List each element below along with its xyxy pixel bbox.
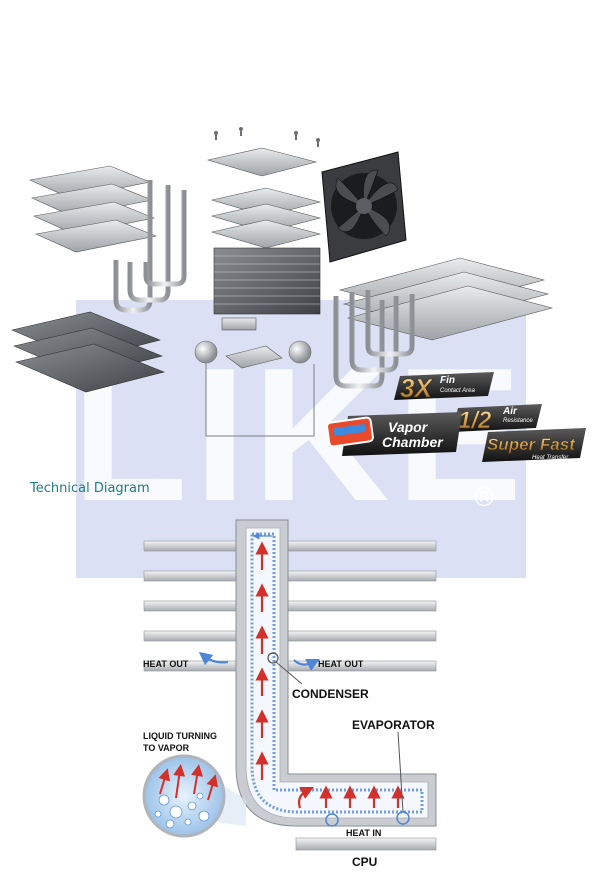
badge-transfer-sub: Heat Transfer [532,455,569,461]
right-heatpipes [333,290,415,389]
exploded-view [11,127,554,437]
label-condenser: CONDENSER [292,687,369,701]
heat-arrow-icon [255,541,405,809]
badge-air: 1/2 Air Resistance [452,404,542,434]
badge-transfer-big: Super Fast [487,435,576,454]
feature-badges: 3X Fin Contact Area 1/2 Air Resistance V… [326,372,586,462]
fan-icon [321,151,407,263]
heat-out-arrows [198,651,320,671]
left-fin-stack [28,165,158,253]
condenser-marker [267,652,279,664]
cpu-block [295,837,437,851]
label-heat-out-right: HEAT OUT [318,659,364,669]
badge-air-sub: Resistance [503,418,533,424]
screw-icon [214,127,320,147]
label-liquid-line1: LIQUID TURNING [143,731,217,741]
vapor-bubble-icon [142,754,246,838]
badge-heat-transfer: Super Fast Heat Transfer [482,428,586,462]
label-heat-in: HEAT IN [346,828,381,838]
badge-vapor-chamber: Vapor Chamber [326,412,462,456]
badge-vapor-line1: Vapor [388,419,429,435]
label-liquid-line2: TO VAPOR [143,743,190,753]
label-evaporator: EVAPORATOR [352,718,435,732]
liquid-marker [325,813,339,827]
fins [143,540,437,672]
badge-air-word: Air [502,406,518,417]
technical-diagram: HEAT OUT HEAT OUT CONDENSER EVAPORATOR L… [142,519,437,869]
base-plate [194,317,312,369]
badge-fin-word: Fin [440,375,455,386]
badge-air-big: 1/2 [458,407,492,434]
center-fin-stack [206,147,322,315]
badge-fin-big: 3X [400,373,433,403]
badge-vapor-line2: Chamber [382,434,444,450]
left-heatpipes [113,180,187,313]
label-cpu: CPU [352,855,377,869]
lower-left-fin-stack [11,311,165,393]
section-caption: Technical Diagram [30,481,150,496]
badge-fin-sub: Contact Area [440,388,475,394]
badge-fin: 3X Fin Contact Area [394,372,494,403]
heat-pipe [235,519,437,827]
connector-lines [205,363,315,437]
registered-mark: ® [471,483,497,513]
label-heat-out-left: HEAT OUT [143,659,189,669]
center-heatpipes [193,234,301,340]
leader-lines [275,661,404,813]
